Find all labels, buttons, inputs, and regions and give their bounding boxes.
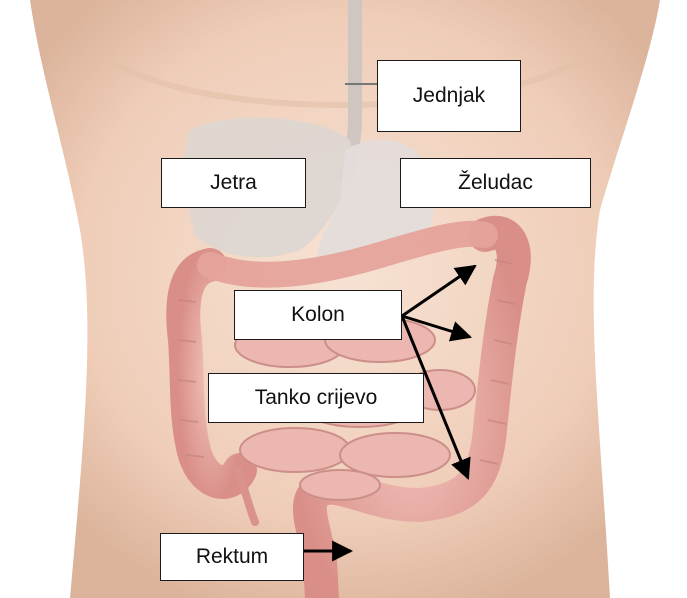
label-stomach: Želudac [400, 158, 591, 208]
label-rectum: Rektum [160, 533, 304, 581]
label-liver: Jetra [161, 158, 306, 208]
label-colon: Kolon [234, 290, 402, 340]
label-small-intestine: Tanko crijevo [208, 373, 424, 423]
label-esophagus: Jednjak [377, 60, 521, 132]
